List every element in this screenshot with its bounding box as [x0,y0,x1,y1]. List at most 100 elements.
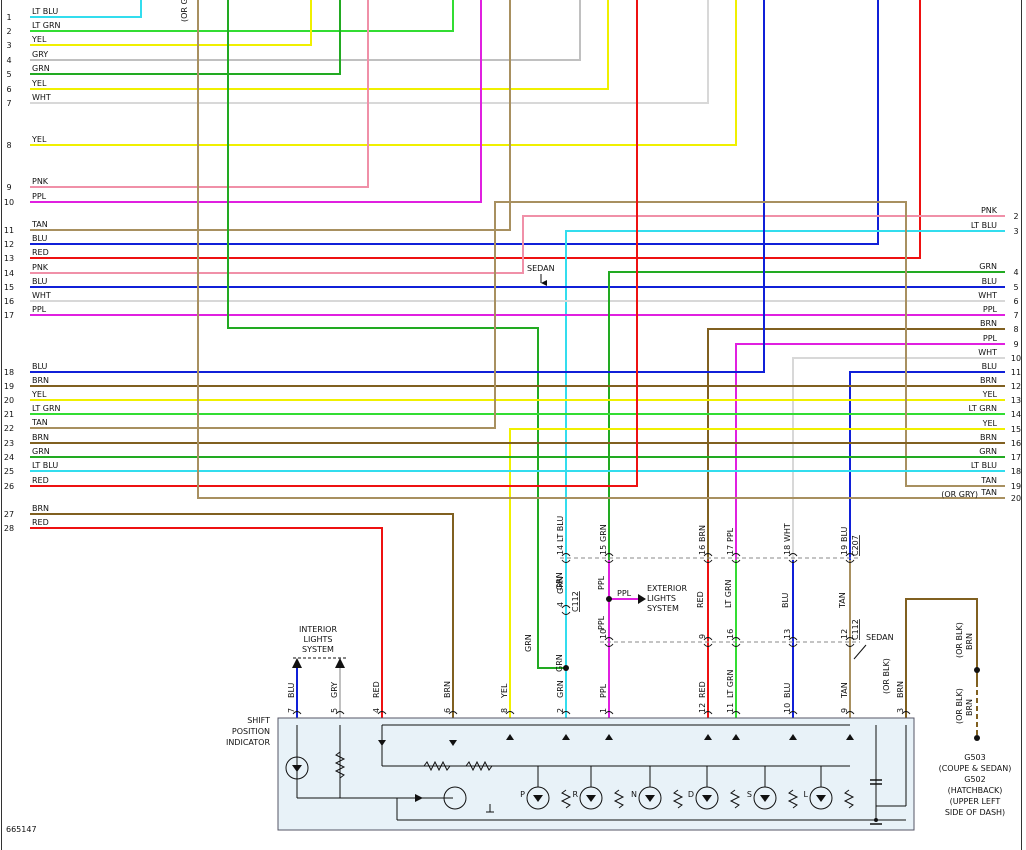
left-pin-number: 23 [4,439,14,448]
connector-terminal-icon [604,553,614,557]
right-wire-label: YEL [982,390,998,399]
connector-terminal-icon [731,553,741,557]
interior-arrow-gry [335,658,345,668]
gear-led-label: N [631,790,637,799]
wire-pin6-yel [30,0,609,90]
interior-line2: LIGHTS [304,635,333,644]
left-pin-number: 10 [4,198,14,207]
right-pin-number: 7 [1013,311,1018,320]
diode-icon [506,734,514,740]
connector-terminal-icon [703,711,713,715]
left-wire-label: WHT [32,291,51,300]
module-wire-label: BLU [287,682,296,698]
wire-right4-grn [608,271,1005,560]
connector-terminal-icon [448,711,458,715]
left-wire-label: GRN [32,64,50,73]
gear-led-label: S [747,790,752,799]
left-pin-number: 13 [4,254,14,263]
connector-terminal-icon [561,611,571,615]
module-pin: 1 [599,708,608,713]
led-diode-icon [586,795,596,802]
transistor-icon [443,786,467,810]
left-pin-number: 18 [4,368,14,377]
wire-module3-brn [905,598,978,720]
c207-wire: BLU [840,526,849,542]
connector-terminal-icon [604,711,614,715]
c207-pin: 18 [783,545,792,555]
connector-terminal-icon [788,711,798,715]
right-wire-label: PPL [983,305,998,314]
led-diode-icon [533,795,543,802]
resistor-icon [560,789,572,809]
exterior-wire-label: PPL [617,589,632,598]
gear-led-label: L [804,790,809,799]
c112-pin: 12 [840,629,849,639]
wire-pin27-brn [30,513,454,720]
right-pin-number: 10 [1011,354,1021,363]
connector-terminal-icon [604,637,614,641]
connector-terminal-icon [604,643,614,647]
left-pin-number: 17 [4,311,14,320]
connector-terminal-icon [561,559,571,563]
diode-icon [449,740,457,746]
gear-led-label: P [520,790,525,799]
wire-pin10-ppl [30,0,482,203]
left-wire-label: BLU [32,362,48,371]
connector-terminal-icon [604,559,614,563]
wire-pin2-ltgrn [30,0,454,32]
wire-pin4-gry [30,0,581,61]
c207-pin: 16 [698,545,707,555]
wire-right15-yel [509,428,1005,720]
module-wire-label: PPL [599,683,608,698]
c112-pin: 9 [698,634,707,639]
c207-pin: 15 [599,545,608,555]
connector-terminal-icon [845,643,855,647]
wire-label-ltgrn: LT GRN [724,579,733,608]
connector-terminal-icon [845,553,855,557]
left-wire-label: BRN [32,504,49,513]
connector-terminal-icon [561,553,571,557]
right-wire-label: TAN [980,488,997,497]
left-wire-label: TAN [31,220,48,229]
left-pin-number: 25 [4,467,14,476]
right-pin-number: 2 [1013,212,1018,221]
connector-terminal-icon [845,711,855,715]
left-pin-number: 20 [4,396,14,405]
right-wire-label: GRN [979,262,997,271]
ground-line2: (COUPE & SEDAN) [939,764,1012,773]
diode-icon [789,734,797,740]
left-wire-label: PPL [32,192,47,201]
module-pin: 3 [896,708,905,713]
left-pin-number: 27 [4,510,14,519]
right-wire-label: PPL [983,334,998,343]
left-wire-label: YEL [31,135,47,144]
wire-pin28-red [30,527,383,720]
left-wire-label: BLU [32,234,48,243]
right-wire-label: WHT [978,291,997,300]
wire-pin8-yel [30,0,737,146]
top-clipped-label: (OR G [180,0,189,22]
wire-pin3-yel [30,0,312,46]
right-pin-number: 8 [1013,325,1018,334]
sedan-label-lower: SEDAN [866,633,894,642]
connector-terminal-icon [292,711,302,715]
wire-runs [30,0,1005,738]
c207-wire: LT BLU [556,516,565,542]
c112-pin: 10 [599,629,608,639]
left-pin-number: 28 [4,524,14,533]
left-pin-number: 2 [6,27,11,36]
left-wire-label: BRN [32,376,49,385]
module-pin: 10 [783,703,792,713]
sedan-label-upper: SEDAN [527,264,555,273]
wire-right10-wht [792,357,1005,560]
diode-icon [846,734,854,740]
module-wire-label: BRN [443,681,452,698]
c207-label: C207 [851,535,860,556]
right-wire-label: WHT [978,348,997,357]
module-pin: 6 [443,708,452,713]
left-pin-number: 8 [6,141,11,150]
right-pin-number: 17 [1011,453,1021,462]
connector-terminal-icon [561,605,571,609]
